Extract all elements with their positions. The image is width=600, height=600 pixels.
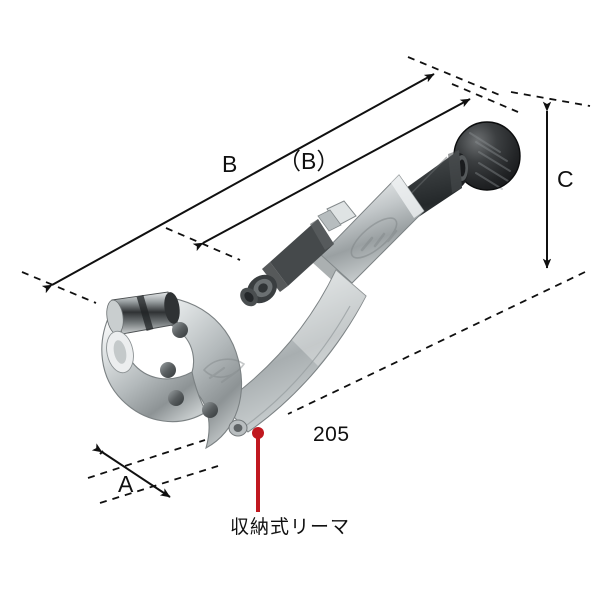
cutter-body bbox=[313, 174, 425, 292]
head-emboss bbox=[202, 358, 246, 384]
dimension-label-a: A bbox=[118, 471, 134, 497]
cutter-arm bbox=[221, 269, 367, 433]
dimension-label-b: B bbox=[222, 151, 238, 177]
callout-reamer-label: 収納式リーマ bbox=[230, 516, 351, 538]
callout-model-number: 205 bbox=[313, 423, 350, 446]
dimension-label-c: C bbox=[557, 166, 574, 192]
dimension-label-b-paren: （B） bbox=[278, 148, 340, 174]
reamer-callout-leader bbox=[252, 427, 264, 512]
pivot-pins bbox=[160, 322, 218, 418]
cutter-head bbox=[101, 291, 248, 450]
extension-lines bbox=[21, 56, 591, 504]
roller-assembly bbox=[106, 291, 180, 335]
retractable-reamer bbox=[228, 419, 248, 437]
dimension-line-b-paren bbox=[192, 98, 471, 252]
dimension-annotations bbox=[21, 56, 591, 504]
dimension-line-a bbox=[91, 443, 171, 498]
